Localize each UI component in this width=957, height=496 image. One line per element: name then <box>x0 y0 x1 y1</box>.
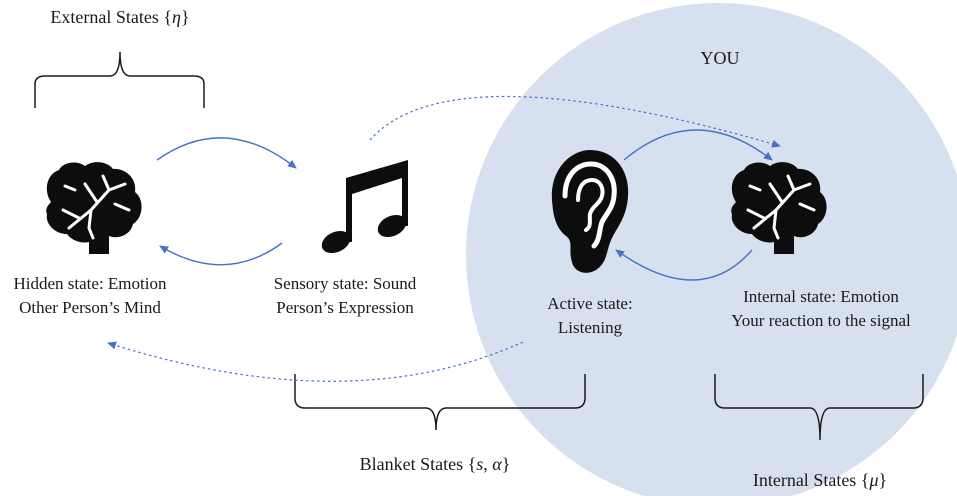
external-bracket <box>34 51 205 108</box>
you-region <box>466 3 957 496</box>
internal-state-label: Internal state: Emotion Your reaction to… <box>731 287 911 330</box>
internal-bracket <box>714 374 924 441</box>
arrow-sensory-to-hidden <box>159 242 283 266</box>
you-label: YOU <box>700 48 740 68</box>
brain-icon <box>46 162 142 254</box>
arrow-active-to-hidden-dotted <box>107 341 524 382</box>
blanket-states-label: Blanket States {s, α} <box>359 454 511 474</box>
active-state-label: Active state: Listening <box>547 294 633 337</box>
arrow-sensory-to-internal-dotted <box>369 95 781 148</box>
hidden-state-label: Hidden state: Emotion Other Person’s Min… <box>13 274 167 317</box>
arrow-internal-to-active <box>615 249 753 281</box>
internal-states-label: Internal States {μ} <box>752 470 888 490</box>
arrow-active-to-internal <box>623 129 773 161</box>
ear-icon <box>551 150 629 273</box>
brain-icon <box>731 162 827 254</box>
sensory-state-label: Sensory state: Sound Person’s Expression <box>273 274 417 317</box>
blanket-bracket <box>294 374 586 431</box>
external-states-label: External States {η} <box>50 7 190 27</box>
arrow-hidden-to-sensory <box>156 137 297 169</box>
music-note-icon <box>321 160 408 254</box>
